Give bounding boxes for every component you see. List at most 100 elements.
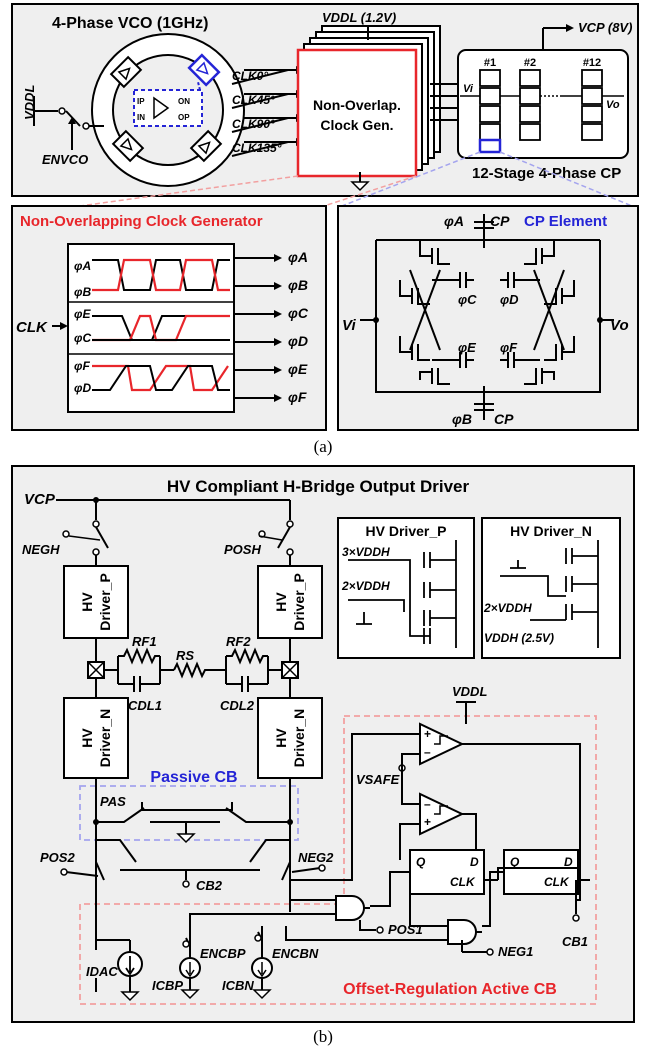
- nonoverlap-label-2: Clock Gen.: [320, 117, 393, 133]
- hvn-left-l1: HV: [79, 728, 95, 748]
- vddl-b-label: VDDL: [452, 684, 487, 699]
- delay-cell-br: [189, 129, 223, 163]
- cpe-phi-b-bot: φB: [452, 411, 472, 427]
- vco-op-label: OP: [178, 113, 190, 122]
- hv-driver-p-left: [63, 565, 129, 639]
- hvp-right-l1: HV: [273, 592, 289, 612]
- nonoverlap-label-1: Non-Overlap.: [313, 97, 401, 113]
- svg-text:–: –: [424, 797, 431, 811]
- hvn-right-l1: HV: [273, 728, 289, 748]
- cpe-phi-c: φC: [458, 292, 477, 307]
- cp-stage-1-label: #1: [484, 57, 496, 69]
- nocg-out-d: φD: [288, 333, 308, 349]
- cpe-vi-label: Vi: [342, 317, 356, 334]
- caption-a: (a): [314, 437, 333, 456]
- nocg-left-b: φB: [74, 285, 91, 299]
- vco-block: 4-Phase VCO (1GHz): [22, 15, 245, 187]
- nocg-left-a: φA: [74, 259, 91, 273]
- cdl1-label: CDL1: [128, 698, 162, 713]
- icbn-label: ICBN: [222, 978, 254, 993]
- nocg-left-d: φD: [74, 381, 91, 395]
- hvp-left-l2: Driver_P: [97, 573, 113, 631]
- rf2-label: RF2: [226, 634, 251, 649]
- hvn-right-l2: Driver_N: [291, 709, 307, 767]
- hvn-left-l2: Driver_N: [97, 709, 113, 767]
- nocg-clk-label: CLK: [16, 319, 48, 336]
- cb2-label: CB2: [196, 878, 223, 893]
- pad-right: [281, 661, 299, 679]
- pas-label: PAS: [100, 794, 126, 809]
- cp-vi-label: Vi: [463, 83, 474, 95]
- cp-stage-12-label: #12: [583, 57, 601, 69]
- caption-b: (b): [313, 1027, 333, 1046]
- figure-b: HV Compliant H-Bridge Output Driver VCP …: [11, 465, 635, 1046]
- inset-n-title: HV Driver_N: [510, 523, 592, 539]
- supply-top-label: VDDL (1.2V): [322, 10, 396, 25]
- delay-cell-bl: [111, 129, 145, 163]
- comparator-top: [419, 722, 465, 766]
- clk90-label: CLK90°: [232, 117, 275, 131]
- nocg-left-e: φE: [74, 307, 91, 321]
- inset-n-l1: 2×VDDH: [483, 601, 532, 615]
- and-gate-pos: [335, 895, 365, 921]
- nocg-out-f: φF: [288, 389, 307, 405]
- hv-driver-n-right: [257, 697, 323, 779]
- ff-right-d: D: [564, 855, 573, 869]
- nocg-out-b: φB: [288, 277, 308, 293]
- cp-block: #1 #2 #12 Vi Vo VCP (8V) 12-Stage 4-Phas…: [457, 20, 632, 182]
- icbp-label: ICBP: [152, 978, 183, 993]
- ff-right-q: Q: [510, 855, 520, 869]
- passive-cb-label: Passive CB: [150, 769, 237, 786]
- load-network: [104, 647, 282, 692]
- cp-title: 12-Stage 4-Phase CP: [472, 165, 621, 182]
- cpe-cp-bot: CP: [494, 411, 514, 427]
- rf1-label: RF1: [132, 634, 157, 649]
- cp-vcp-label: VCP (8V): [578, 20, 632, 35]
- nocg-title: Non-Overlapping Clock Generator: [20, 213, 263, 230]
- hvp-left-l1: HV: [79, 592, 95, 612]
- rs-label: RS: [176, 648, 194, 663]
- active-cb-label: Offset-Regulation Active CB: [343, 981, 557, 998]
- ff-right: [503, 849, 579, 895]
- neg1-label: NEG1: [498, 944, 533, 959]
- cp-element-panel: CP Element φA CP φB CP Vi Vo: [337, 205, 639, 431]
- ff-left: [409, 849, 485, 895]
- cp-vo-label: Vo: [606, 99, 620, 111]
- and-gate-neg: [447, 919, 477, 945]
- encbp-label: ENCBP: [200, 946, 246, 961]
- ff-left-clk: CLK: [450, 875, 476, 889]
- clk0-label: CLK0°: [232, 69, 268, 83]
- cpe-phi-a-top: φA: [444, 213, 464, 229]
- vco-title: 4-Phase VCO (1GHz): [52, 15, 208, 32]
- cp-element-title: CP Element: [524, 213, 607, 230]
- nocg-out-e: φE: [288, 361, 308, 377]
- svg-text:+: +: [424, 815, 431, 829]
- nocg-left-f: φF: [74, 359, 90, 373]
- vco-in-label: IN: [137, 113, 145, 122]
- vcp-label: VCP: [24, 491, 56, 508]
- negh-label: NEGH: [22, 542, 60, 557]
- hvp-right-l2: Driver_P: [291, 573, 307, 631]
- figure-b-title: HV Compliant H-Bridge Output Driver: [167, 477, 470, 496]
- delay-cell-tl: [109, 55, 143, 89]
- inset-p-l2: 2×VDDH: [341, 579, 390, 593]
- nocg-out-a: φA: [288, 249, 308, 265]
- pad-left: [87, 661, 105, 679]
- cpe-vo-label: Vo: [610, 317, 629, 334]
- comparator-bot: [419, 792, 465, 836]
- cb1-label: CB1: [562, 934, 588, 949]
- vsafe-label: VSAFE: [356, 772, 400, 787]
- figure-a: 4-Phase VCO (1GHz): [11, 3, 639, 456]
- cpe-phi-d: φD: [500, 292, 519, 307]
- encbn-label: ENCBN: [272, 946, 319, 961]
- nocg-left-c: φC: [74, 331, 91, 345]
- nonoverlap-block: Non-Overlap. Clock Gen. VDDL (1.2V): [296, 10, 460, 192]
- cdl2-label: CDL2: [220, 698, 255, 713]
- ff-left-q: Q: [416, 855, 426, 869]
- ff-left-d: D: [470, 855, 479, 869]
- vco-ip-label: IP: [137, 97, 145, 106]
- hv-driver-p-right: [257, 565, 323, 639]
- posh-label: POSH: [224, 542, 261, 557]
- clk135-label: CLK135°: [232, 141, 282, 155]
